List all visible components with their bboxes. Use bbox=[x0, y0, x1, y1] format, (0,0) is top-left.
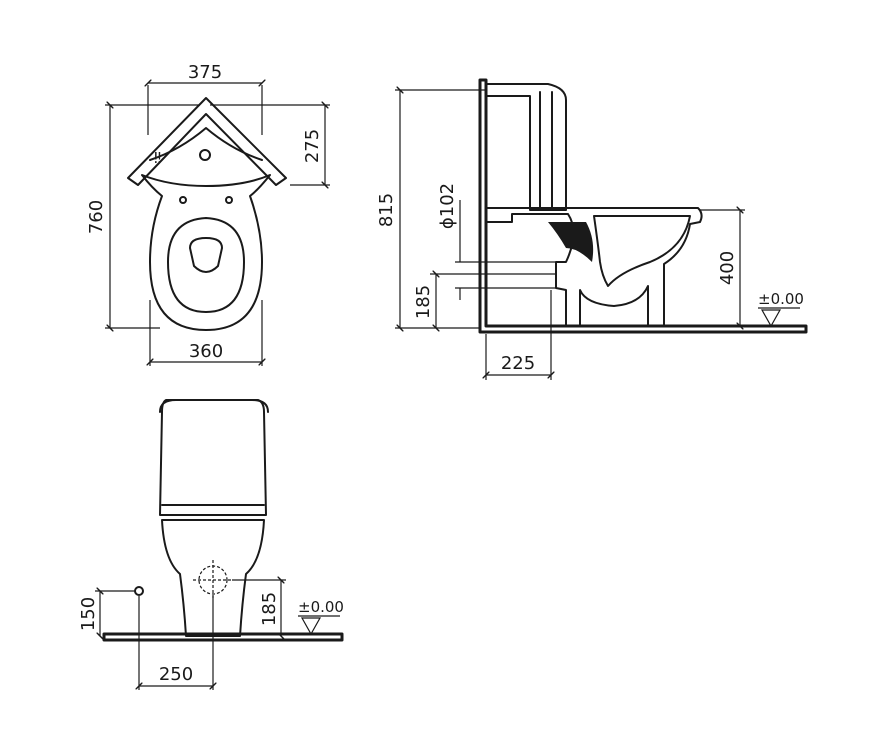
dim-side-seat-height: 400 bbox=[717, 251, 738, 285]
dim-front-outlet-height: 185 bbox=[259, 592, 280, 626]
dim-bottom-width: 360 bbox=[189, 341, 223, 362]
hinge-right-icon bbox=[225, 196, 233, 204]
wall-and-floor bbox=[478, 78, 808, 334]
top-bowl-inner bbox=[167, 217, 245, 313]
side-bowl-inner bbox=[593, 215, 691, 287]
dim-front-width: 250 bbox=[159, 664, 193, 685]
side-view: 815 ϕ102 185 400 ±0.00 225 bbox=[376, 78, 808, 380]
front-cistern bbox=[159, 399, 267, 516]
front-level-label: ±0.00 bbox=[298, 598, 344, 616]
dim-top-cistern: 275 bbox=[302, 129, 323, 163]
front-inlet-icon bbox=[134, 586, 144, 596]
dim-side-total-height: 815 bbox=[376, 193, 397, 227]
dim-side-outlet-height: 185 bbox=[413, 285, 434, 319]
side-bowl bbox=[485, 207, 703, 327]
side-cistern bbox=[485, 83, 567, 211]
side-trap-shade bbox=[548, 222, 594, 262]
top-bowl-outline bbox=[141, 174, 271, 331]
dim-top-width: 375 bbox=[188, 62, 222, 83]
top-bowl-drain bbox=[189, 237, 223, 273]
side-level-label: ±0.00 bbox=[758, 290, 804, 308]
top-cistern-inner bbox=[149, 127, 263, 161]
dim-front-inlet-height: 150 bbox=[78, 597, 99, 631]
top-view: ‼ 375 760 275 360 bbox=[86, 62, 330, 366]
front-cistern-lid bbox=[159, 399, 269, 413]
side-level-icon bbox=[760, 309, 782, 328]
hinge-left-icon bbox=[179, 196, 187, 204]
front-view: 150 185 ±0.00 250 bbox=[78, 399, 344, 690]
top-cistern-outline bbox=[127, 97, 287, 186]
drain-mark-icon: ‼ bbox=[154, 149, 161, 167]
dim-side-outlet-diameter: ϕ102 bbox=[437, 183, 458, 229]
front-level-icon bbox=[300, 617, 322, 636]
dim-top-depth: 760 bbox=[86, 200, 107, 234]
front-pedestal bbox=[161, 519, 265, 637]
flush-button-icon bbox=[199, 149, 211, 161]
front-floor bbox=[102, 632, 344, 642]
dim-side-wall-offset: 225 bbox=[501, 353, 535, 374]
